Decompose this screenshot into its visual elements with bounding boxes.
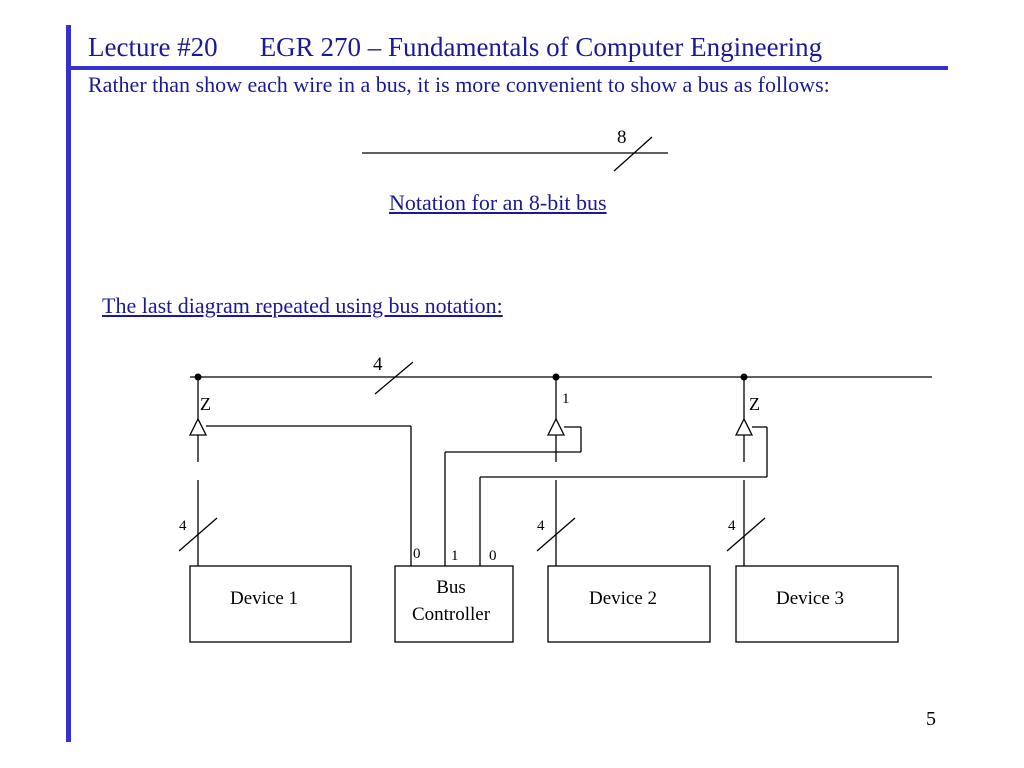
bus-controller-label-line-2: Controller	[412, 604, 491, 625]
controller-output-2: 1	[451, 548, 459, 564]
buffer-state-3: Z	[749, 394, 760, 414]
buffer-triangle-1	[188, 417, 208, 436]
main-bus-slash	[374, 361, 414, 395]
page-number: 5	[926, 708, 936, 730]
bus-notation-example: 8	[362, 127, 668, 172]
bus-width-label: 8	[617, 127, 627, 148]
device-bus-width-2: 4	[537, 518, 545, 534]
bus-slash	[613, 136, 653, 172]
bus-controller-label-line-1: Bus	[436, 577, 466, 598]
main-bus-width-label: 4	[373, 354, 383, 375]
controller-output-1: 0	[413, 546, 421, 562]
device-3-label: Device 3	[776, 588, 844, 609]
intro-text: Rather than show each wire in a bus, it …	[88, 72, 830, 97]
device-2-label: Device 2	[589, 588, 657, 609]
buffer-state-2: 1	[562, 391, 570, 407]
tristate-buffer-3: Z	[479, 377, 768, 566]
device-1-label: Device 1	[230, 588, 298, 609]
title-rule	[71, 66, 948, 70]
course-title: EGR 270 – Fundamentals of Computer Engin…	[259, 32, 823, 62]
buffer-triangle-2	[546, 417, 566, 436]
device-bus-2: 4	[536, 480, 576, 566]
device-2-box: Device 2	[547, 565, 711, 643]
tristate-buffer-1: Z	[188, 377, 412, 566]
left-accent-bar	[66, 25, 71, 742]
device-bus-width-3: 4	[728, 518, 736, 534]
device-3-box: Device 3	[735, 565, 899, 643]
device-bus-1: 4	[178, 480, 218, 566]
main-bus: 4	[190, 354, 932, 395]
buffer-state-1: Z	[200, 394, 211, 414]
slide-header: Lecture #20 EGR 270 – Fundamentals of Com…	[88, 32, 822, 63]
device-bus-3: 4	[726, 480, 766, 566]
bus-notation-caption: Notation for an 8-bit bus	[389, 190, 607, 215]
diagram-caption: The last diagram repeated using bus nota…	[102, 293, 503, 318]
lecture-number: Lecture #20	[88, 32, 218, 62]
device-1-box: Device 1	[189, 565, 352, 643]
bus-controller-box: Bus Controller 0 1 0	[394, 546, 514, 643]
device-bus-width-1: 4	[179, 518, 187, 534]
controller-output-3: 0	[489, 548, 497, 564]
tristate-buffer-2: 1	[444, 377, 582, 566]
buffer-triangle-3	[734, 417, 754, 436]
